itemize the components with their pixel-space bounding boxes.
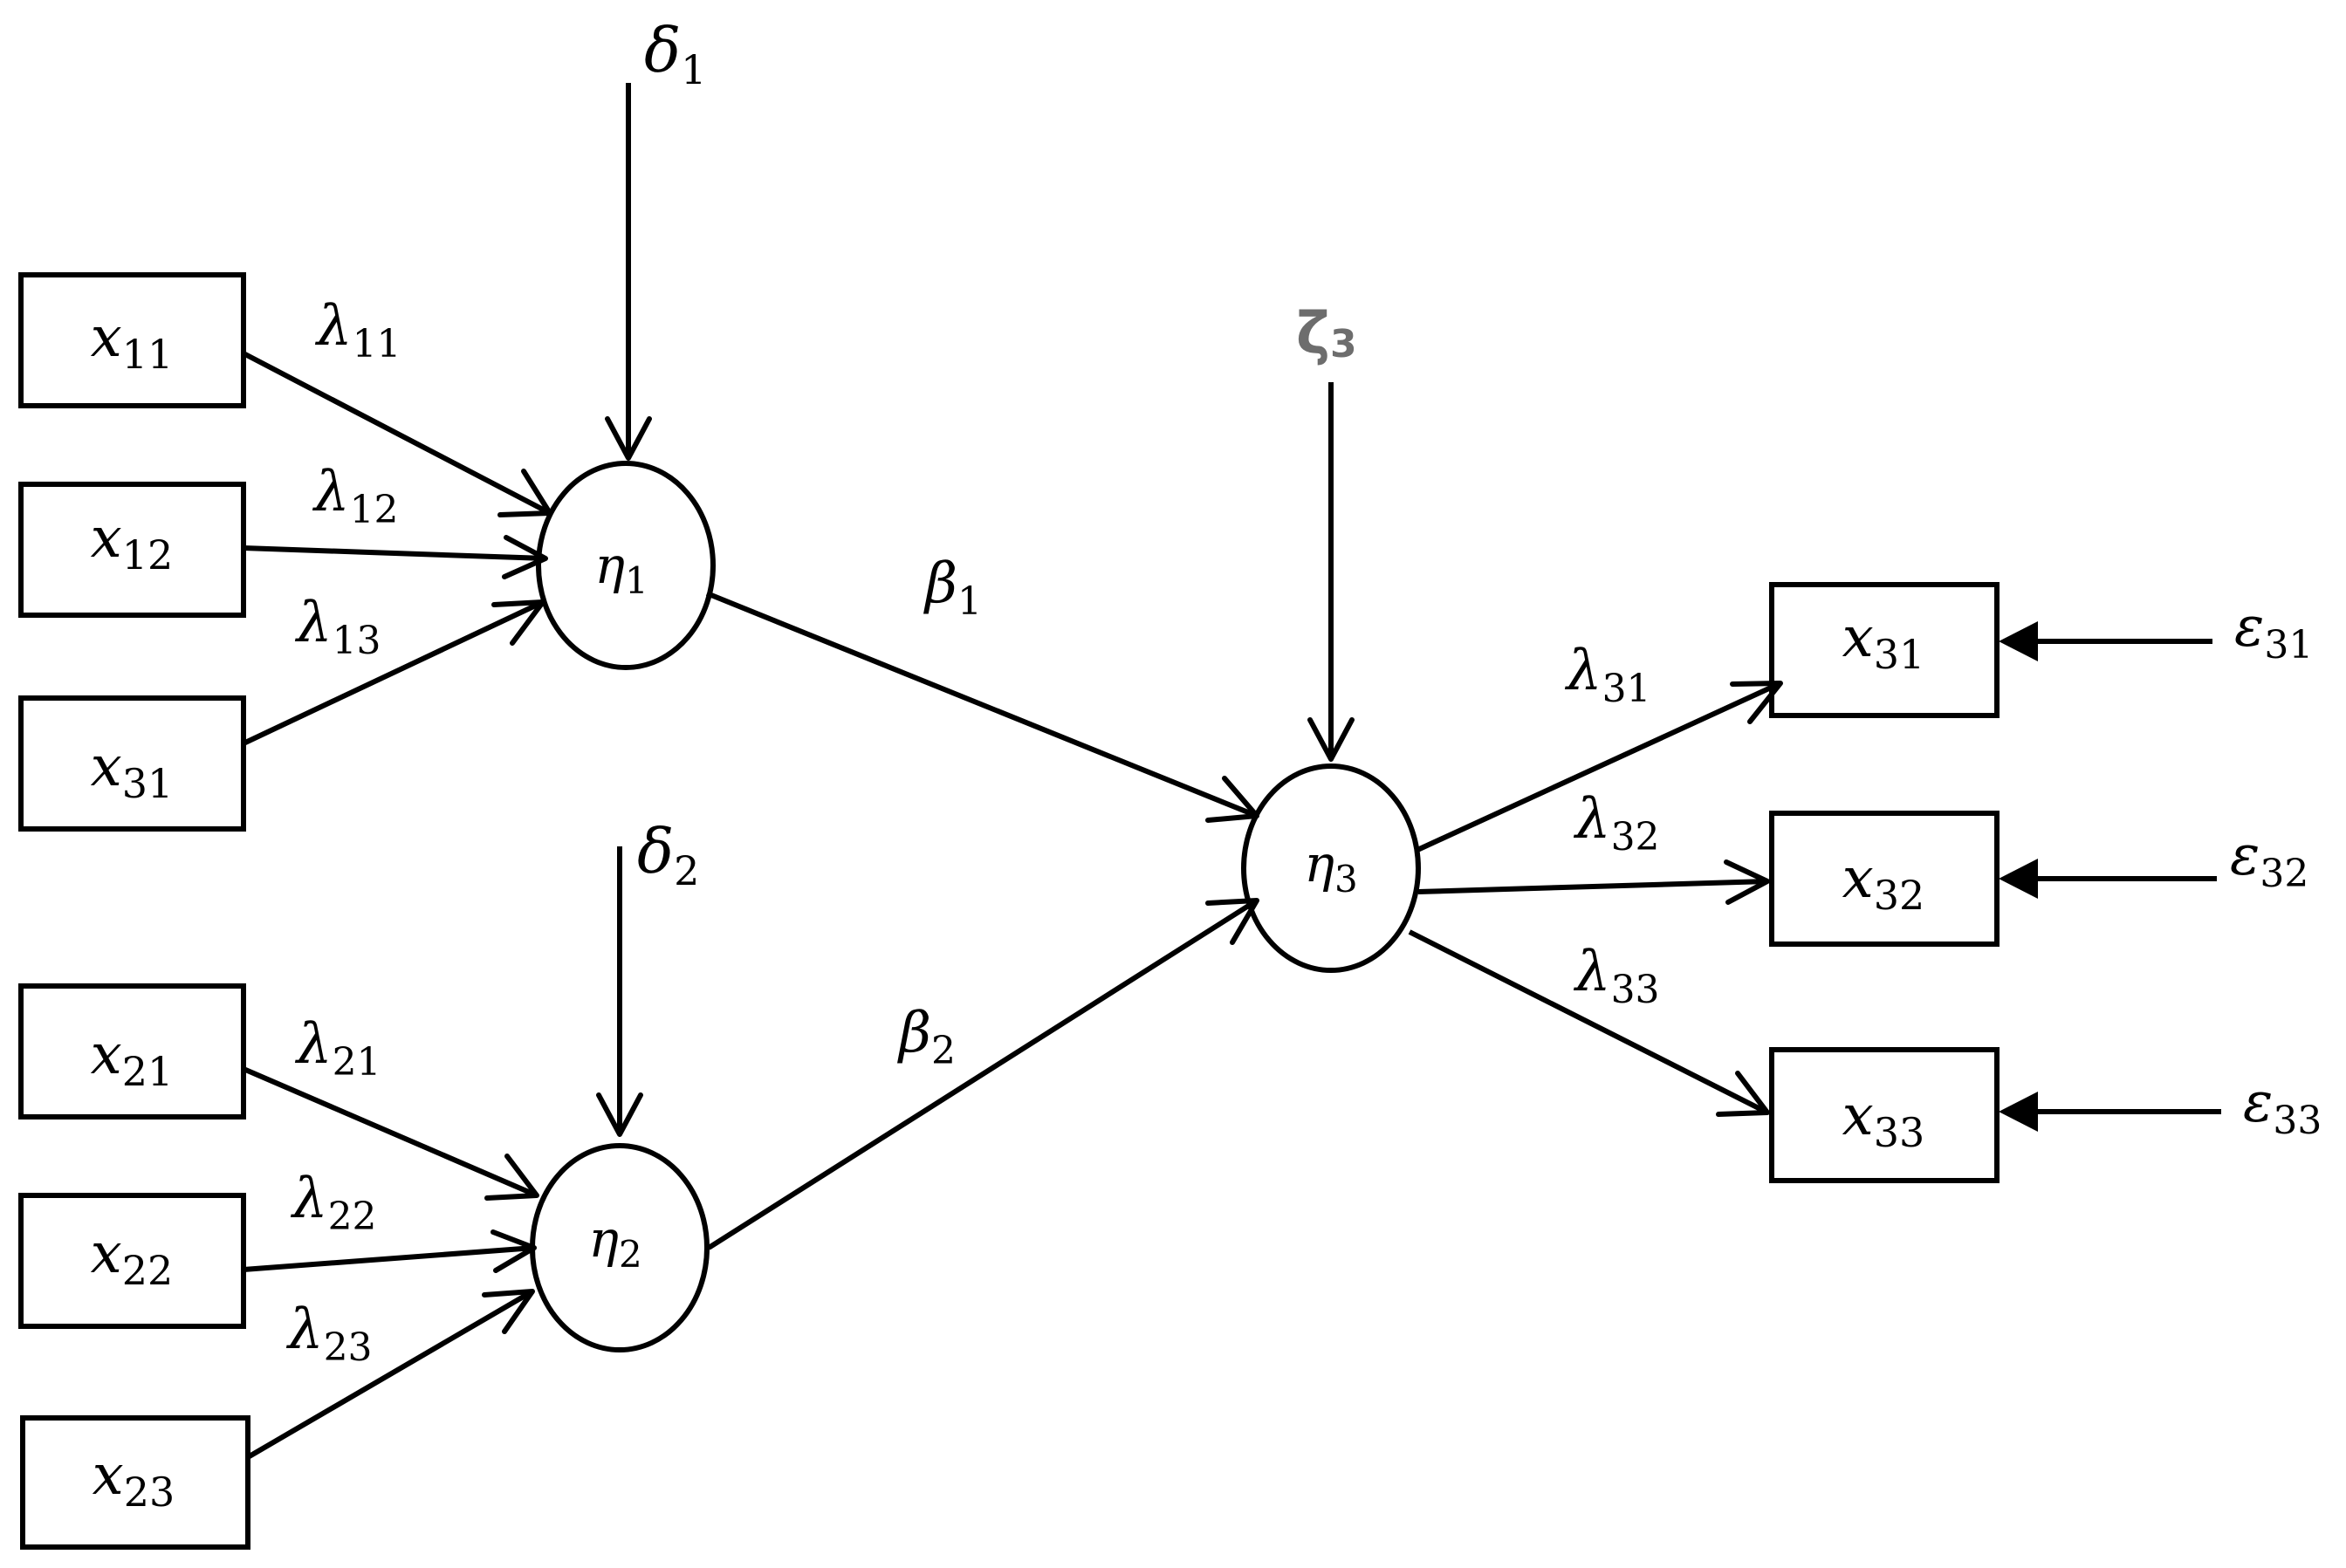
indicator-box-x32 xyxy=(1769,811,2000,947)
disturbance-label-zeta3: ζ3 xyxy=(1296,300,1357,367)
arrowhead-x21-to-eta2 xyxy=(484,1154,539,1201)
arrowhead-eta3-to-x32 xyxy=(1724,859,1770,905)
arrowhead-eta3-to-x31 xyxy=(1730,681,1783,724)
arrowhead-x22-to-eta2 xyxy=(490,1229,537,1273)
path-eta3-to-x33 xyxy=(1408,929,1769,1115)
path-x23-to-eta2 xyxy=(246,1289,534,1460)
path-eta1-to-eta3 xyxy=(705,591,1259,818)
error-label-eps32: ε32 xyxy=(2230,824,2308,896)
loading-label-l11: λ11 xyxy=(314,294,401,366)
latent-node-eta3 xyxy=(1241,763,1421,973)
arrowhead-delta1-to-eta1 xyxy=(605,416,652,461)
indicator-box-x31-right xyxy=(1769,582,2000,718)
indicator-label-x12: x12 xyxy=(91,506,174,579)
path-x22-to-eta2 xyxy=(243,1245,535,1272)
arrowhead-x12-to-eta1 xyxy=(502,535,548,579)
indicator-box-x22 xyxy=(18,1193,246,1329)
path-x12-to-eta1 xyxy=(243,545,546,561)
loading-label-l32: λ32 xyxy=(1573,787,1660,859)
path-x21-to-eta2 xyxy=(242,1066,538,1198)
path-eta3-to-x31 xyxy=(1414,681,1782,853)
loading-label-l31: λ31 xyxy=(1564,639,1651,711)
error-label-eps33: ε33 xyxy=(2243,1071,2322,1143)
path-x31-to-eta1 xyxy=(242,599,545,746)
arrowhead-eta2-to-eta3 xyxy=(1205,898,1259,945)
path-label-b1: β1 xyxy=(923,551,982,624)
arrowhead-eps33-to-x33 xyxy=(1999,1092,2038,1132)
path-eta2-to-eta3 xyxy=(707,898,1259,1250)
path-x11-to-eta1 xyxy=(242,351,552,516)
arrowhead-delta2-to-eta2 xyxy=(596,1092,643,1137)
disturbance-label-delta2: δ2 xyxy=(637,816,699,894)
indicator-box-x33 xyxy=(1769,1047,2000,1183)
arrowhead-eta1-to-eta3 xyxy=(1205,776,1259,823)
indicator-box-x21 xyxy=(18,983,246,1120)
indicator-label-x31-right: x31 xyxy=(1842,606,1925,678)
loading-label-l13: λ13 xyxy=(294,591,381,663)
loading-label-l21: λ21 xyxy=(294,1012,381,1085)
latent-label-eta1: η1 xyxy=(594,536,648,602)
indicator-label-x23: x23 xyxy=(93,1443,175,1516)
arrowhead-x23-to-eta2 xyxy=(482,1289,535,1334)
error-label-eps31: ε31 xyxy=(2234,595,2313,668)
arrowhead-zeta3-to-eta3 xyxy=(1307,717,1355,762)
indicator-box-x23 xyxy=(20,1415,250,1550)
loading-label-l23: λ23 xyxy=(285,1298,373,1370)
indicator-label-x33: x33 xyxy=(1842,1084,1925,1156)
arrowhead-eps32-to-x32 xyxy=(1999,859,2038,899)
path-eta3-to-x32 xyxy=(1417,879,1768,894)
latent-node-eta1 xyxy=(536,461,716,670)
latent-label-eta3: η3 xyxy=(1304,834,1357,900)
arrowhead-eps31-to-x31 xyxy=(1999,621,2038,661)
indicator-box-x31-left xyxy=(18,695,246,832)
arrowhead-eta3-to-x33 xyxy=(1716,1071,1770,1117)
indicator-label-x22: x22 xyxy=(91,1222,174,1294)
indicator-label-x11: x11 xyxy=(91,305,174,378)
indicator-label-x21: x21 xyxy=(91,1023,174,1095)
disturbance-label-delta1: δ1 xyxy=(644,15,706,93)
path-label-b2: β2 xyxy=(897,1001,956,1073)
loading-label-l22: λ22 xyxy=(290,1167,377,1239)
latent-label-eta2: η2 xyxy=(588,1209,641,1276)
loading-label-l12: λ12 xyxy=(312,460,399,532)
arrowhead-x11-to-eta1 xyxy=(497,469,552,517)
loading-label-l33: λ33 xyxy=(1573,940,1660,1012)
indicator-box-x11 xyxy=(18,272,246,408)
indicator-label-x32: x32 xyxy=(1842,846,1925,919)
arrowhead-x31-to-eta1 xyxy=(491,599,545,646)
indicator-label-x31-left: x31 xyxy=(91,735,174,807)
